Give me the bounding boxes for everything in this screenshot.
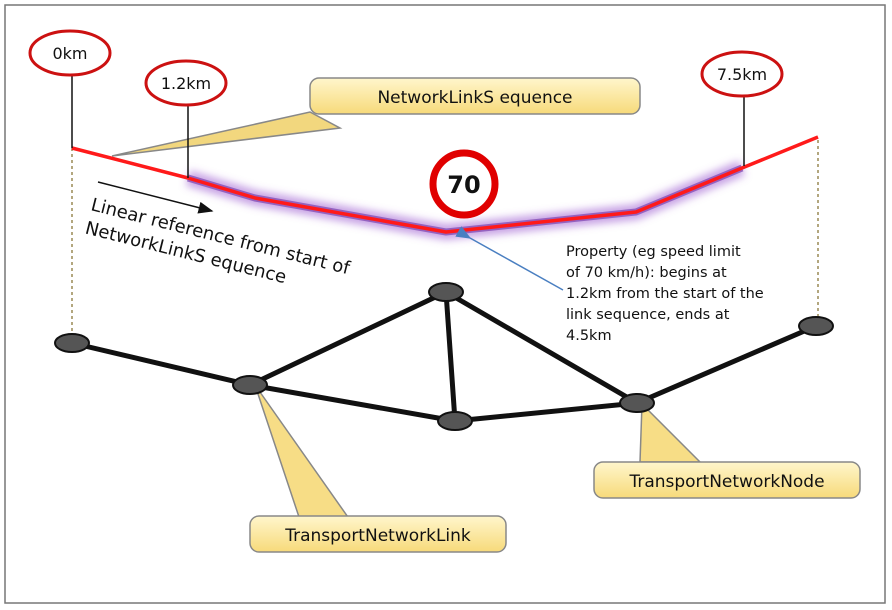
network-link — [443, 289, 458, 424]
callout-network-node-label: TransportNetworkNode — [628, 472, 824, 492]
speed-limit-sign: 70 — [429, 149, 499, 219]
network-node — [437, 411, 473, 431]
marker-begin: 1.2km — [144, 59, 228, 107]
network-link — [452, 400, 640, 424]
network-node — [798, 316, 834, 336]
callout-pointer-link — [254, 384, 352, 521]
network-link — [247, 382, 458, 424]
marker-end-label: 7.5km — [717, 65, 767, 84]
network-node — [619, 393, 655, 413]
marker-end: 7.5km — [700, 50, 784, 98]
property-pointer-arrow — [455, 226, 564, 291]
property-note-line5: 4.5km — [566, 328, 612, 344]
callout-link-sequence-label: NetworkLinkS equence — [377, 88, 572, 108]
property-note-line2: of 70 km/h): begins at — [566, 265, 727, 281]
linear-reference-arrow — [97, 181, 214, 214]
network-node — [54, 333, 90, 353]
callout-network-link: TransportNetworkLink — [249, 515, 507, 553]
network-node — [232, 375, 268, 395]
marker-start: 0km — [28, 29, 112, 77]
transport-network-links — [69, 289, 819, 424]
network-link — [634, 323, 819, 406]
marker-start-label: 0km — [52, 44, 87, 63]
network-link — [443, 289, 640, 406]
property-note-line1: Property (eg speed limit — [566, 244, 741, 260]
network-link — [69, 340, 253, 388]
speed-limit-value: 70 — [447, 171, 480, 199]
property-note-line4: link sequence, ends at — [566, 307, 730, 323]
network-link — [247, 289, 449, 388]
transport-network-nodes — [54, 282, 834, 431]
callout-network-node: TransportNetworkNode — [593, 461, 861, 499]
callout-pointer-node — [639, 402, 702, 463]
property-note: Property (eg speed limit of 70 km/h): be… — [566, 244, 764, 344]
callout-pointer-sequence — [111, 111, 343, 157]
marker-begin-label: 1.2km — [161, 74, 211, 93]
network-node — [428, 282, 464, 302]
callout-network-link-label: TransportNetworkLink — [284, 526, 471, 546]
diagram-frame — [4, 4, 886, 604]
callout-link-sequence: NetworkLinkS equence — [309, 77, 641, 115]
property-note-line3: 1.2km from the start of the — [566, 286, 764, 302]
